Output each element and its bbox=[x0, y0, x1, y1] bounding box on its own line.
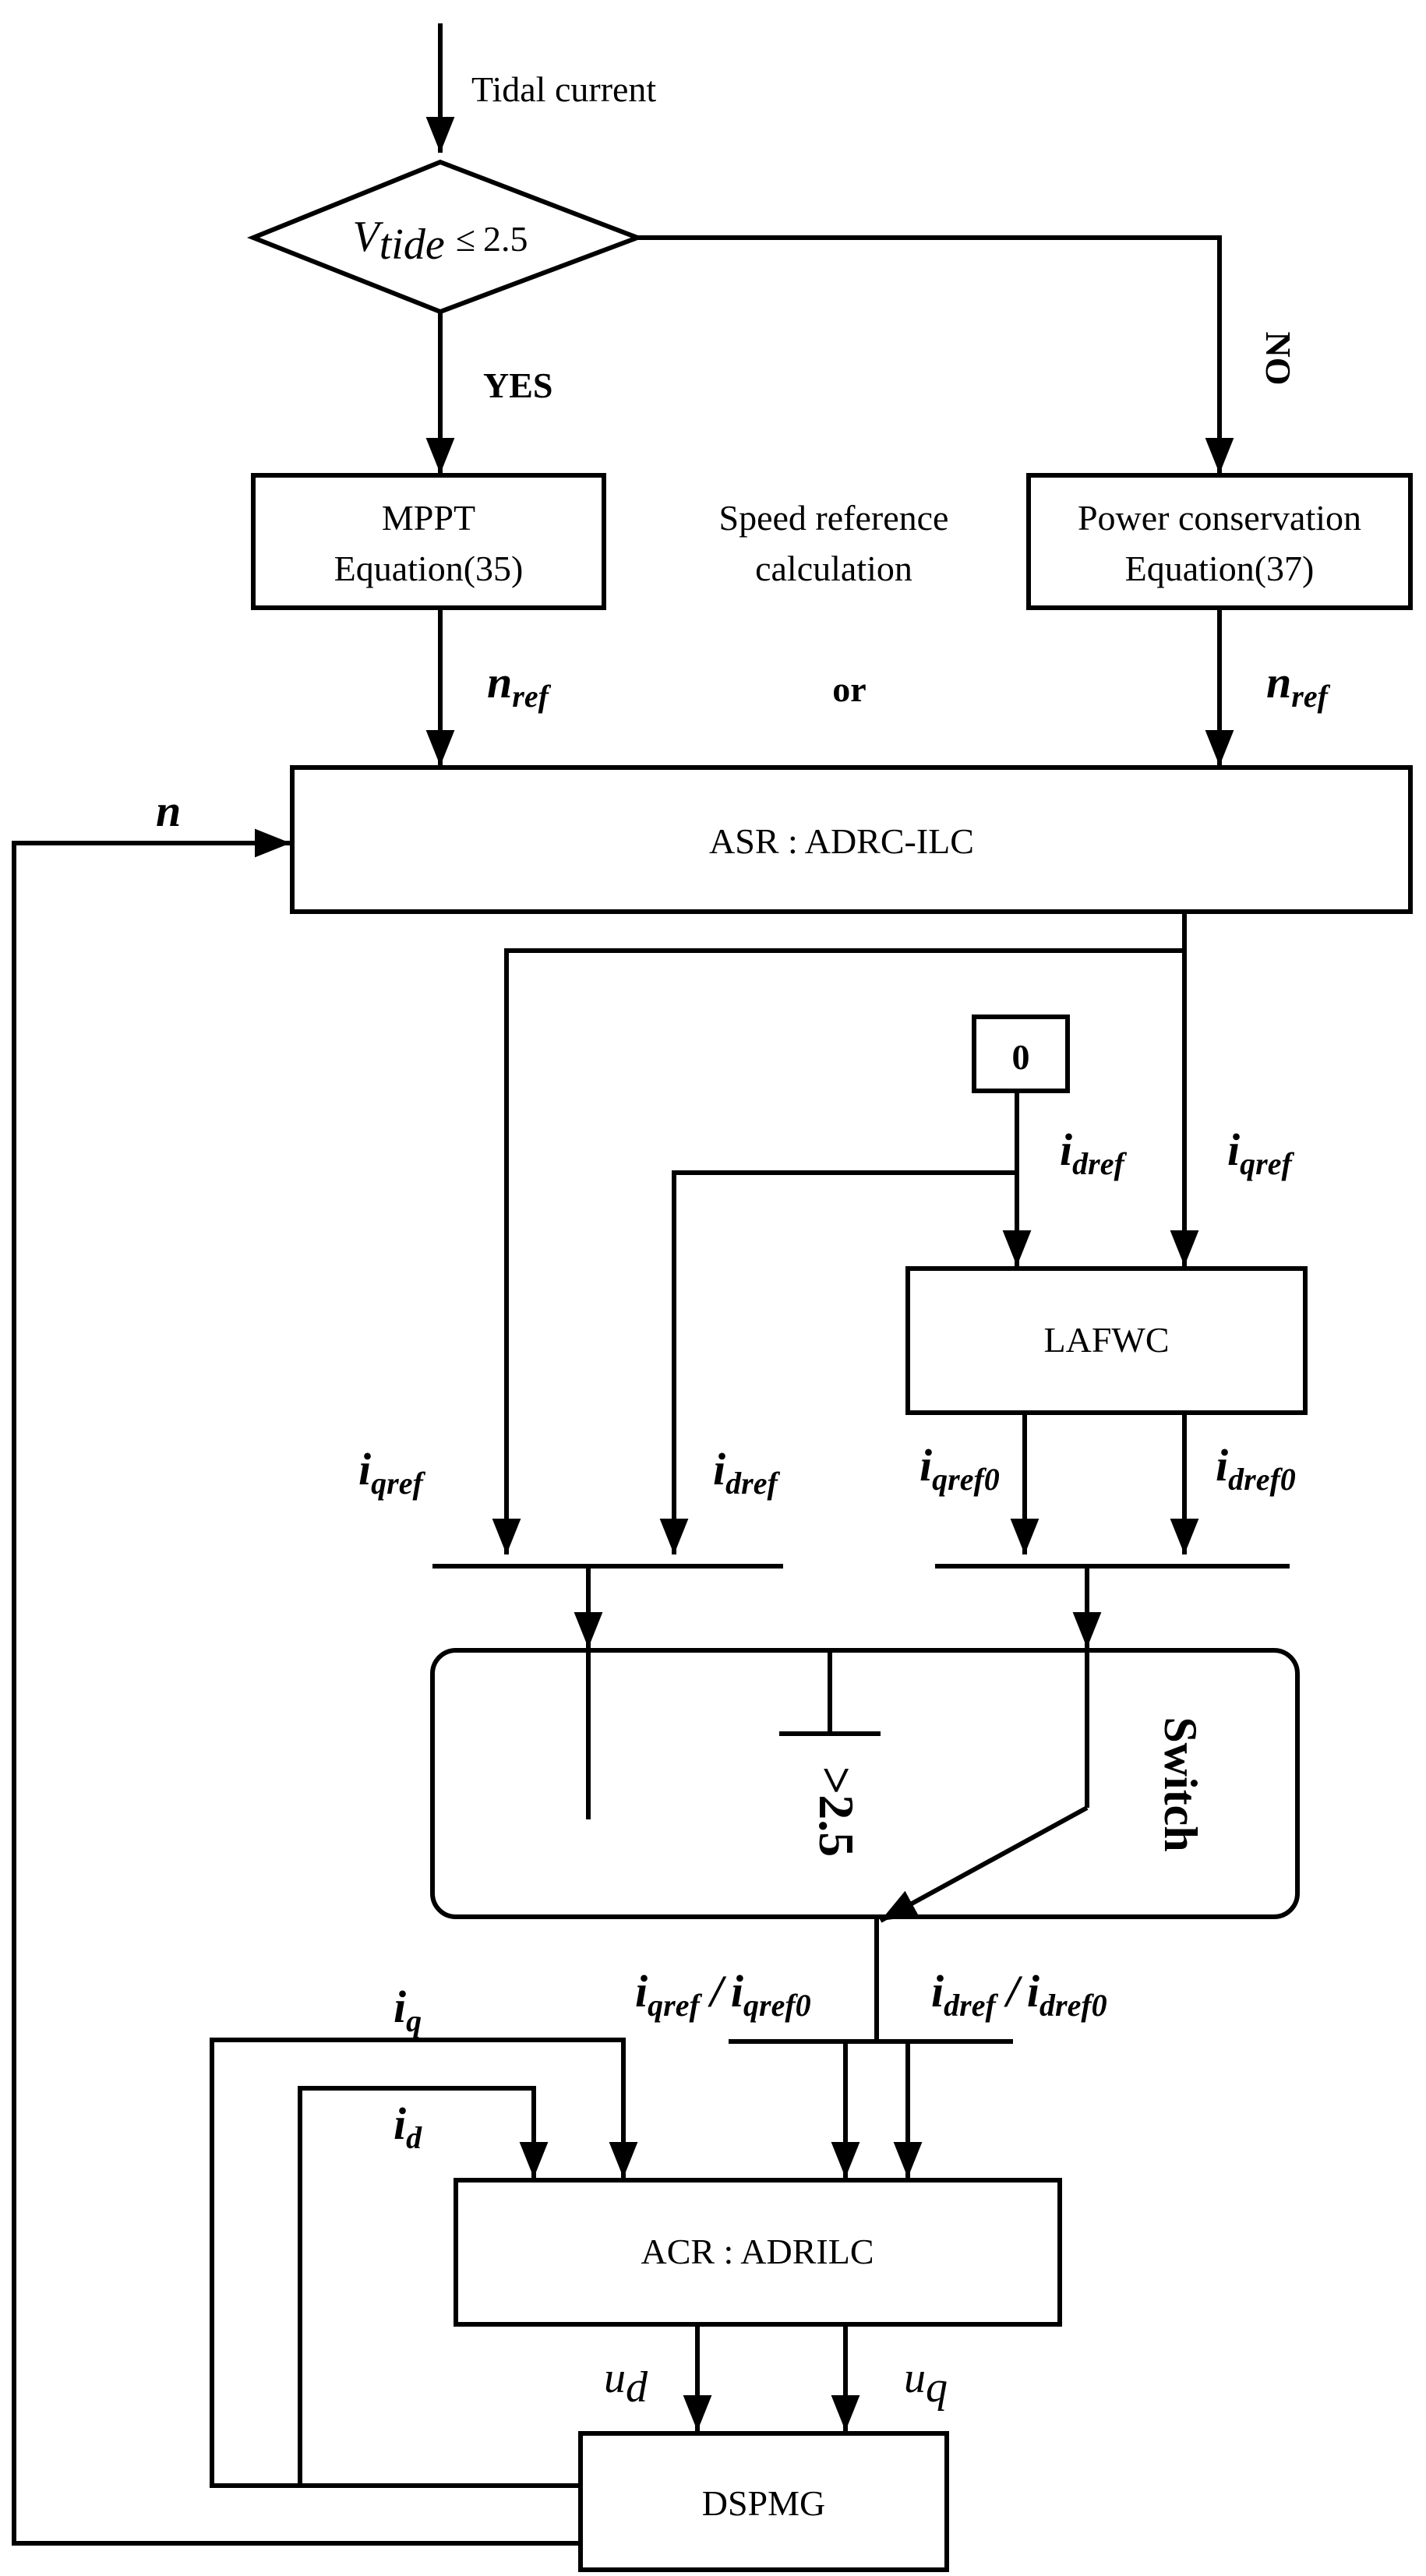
idref-left-wire bbox=[659, 1170, 1017, 1554]
ud-label: ud bbox=[604, 2354, 648, 2412]
zero-block bbox=[972, 1015, 1070, 1093]
switch-out-left-label: iqref/iqref0 bbox=[635, 1966, 811, 2023]
acr-label: ACR : ADRILC bbox=[641, 2232, 874, 2271]
acr-block bbox=[454, 2178, 1062, 2327]
zero-label: 0 bbox=[1012, 1037, 1030, 1077]
lafwc-block bbox=[905, 1266, 1308, 1415]
dspmg-label: DSPMG bbox=[702, 2483, 826, 2523]
switch-block bbox=[430, 1648, 1300, 1919]
or-label: or bbox=[832, 669, 866, 709]
idref0-label: idref0 bbox=[1216, 1440, 1296, 1497]
power-cons-line1: Power conservation bbox=[1078, 498, 1361, 538]
idref-mid-label: idref bbox=[713, 1444, 780, 1501]
mppt-line2: Equation(35) bbox=[334, 549, 524, 588]
decision-diamond bbox=[246, 159, 644, 315]
no-arrow bbox=[637, 235, 1234, 474]
id-feedback-wire bbox=[298, 2086, 549, 2486]
decision-condition: Vtide≤2.5 bbox=[353, 213, 528, 269]
nref-right-label: nref bbox=[1266, 657, 1331, 714]
switch-label: Switch bbox=[1155, 1717, 1206, 1851]
uq-label: uq bbox=[904, 2354, 948, 2412]
iqref0-label: iqref0 bbox=[919, 1440, 1000, 1497]
iq-feedback-wire bbox=[210, 2038, 638, 2488]
yes-label: YES bbox=[483, 365, 552, 405]
power-cons-line2: Equation(37) bbox=[1125, 549, 1315, 588]
n-feedback-label: n bbox=[156, 785, 181, 836]
dspmg-block bbox=[578, 2431, 949, 2572]
id-label: id bbox=[394, 2098, 422, 2155]
asr-to-iqref-left-wire bbox=[492, 912, 1187, 1554]
speed-ref-line1: Speed reference bbox=[719, 498, 949, 538]
input-label: Tidal current bbox=[471, 69, 656, 109]
switch-blade bbox=[879, 1805, 1089, 1923]
lafwc-label: LAFWC bbox=[1044, 1320, 1170, 1360]
speed-ref-line2: calculation bbox=[755, 549, 912, 588]
nref-left-label: nref bbox=[487, 657, 552, 714]
idref-top-label: idref bbox=[1060, 1124, 1127, 1181]
iqref-top-label: iqref bbox=[1227, 1124, 1294, 1181]
asr-block bbox=[290, 765, 1413, 914]
iqref-mid-label: iqref bbox=[358, 1444, 425, 1501]
switch-condition: >2.5 bbox=[809, 1766, 864, 1857]
asr-label: ASR : ADRC-ILC bbox=[709, 821, 974, 861]
switch-out-right-label: idref/idref0 bbox=[931, 1966, 1107, 2023]
mppt-block bbox=[251, 473, 606, 610]
mppt-line1: MPPT bbox=[382, 498, 475, 538]
speed-feedback-wire bbox=[12, 828, 581, 2546]
no-label: NO bbox=[1258, 332, 1298, 386]
iq-label: iq bbox=[394, 1981, 422, 2038]
